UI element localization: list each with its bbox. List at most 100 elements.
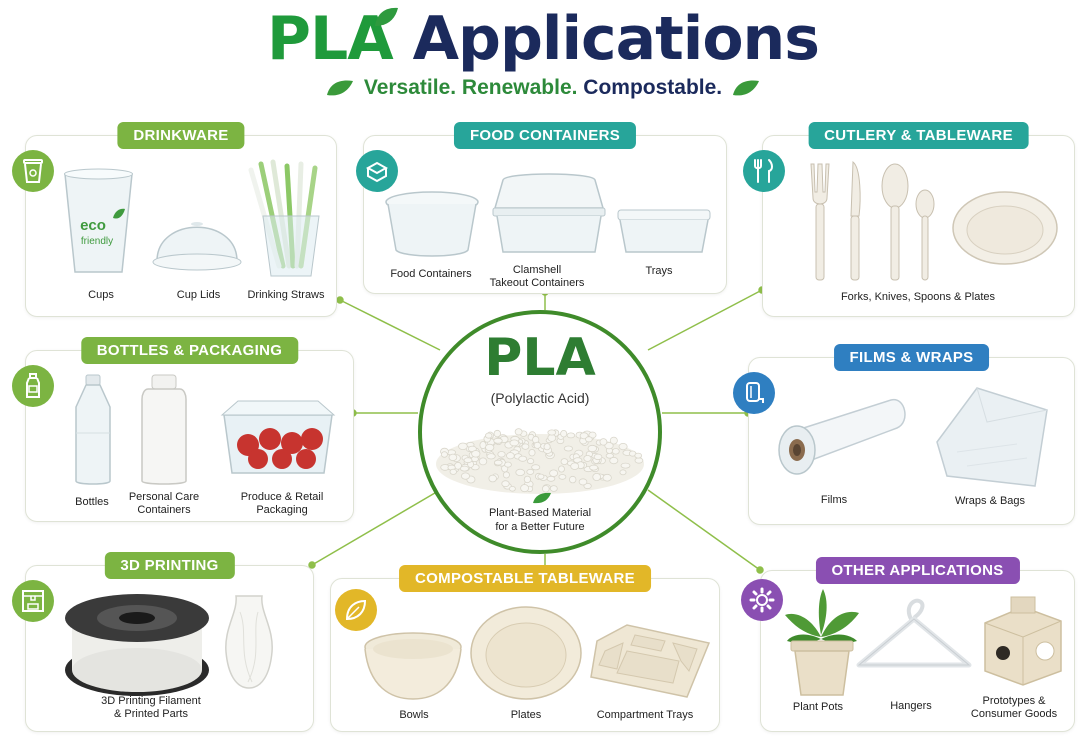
pla-pellet — [618, 442, 628, 451]
caption-food-containers: Food Containers — [390, 268, 472, 280]
panel-food-containers: FOOD CONTAINERS Food Containers Clamshel… — [356, 122, 727, 294]
pla-pellet — [531, 464, 541, 471]
cup-eco-text: eco — [80, 217, 106, 234]
pla-pellet — [449, 468, 457, 475]
pla-pellet — [460, 472, 470, 480]
pla-pellet — [506, 452, 515, 460]
pla-pellet — [585, 436, 593, 443]
pla-pellet — [547, 429, 557, 436]
pla-pellet — [493, 437, 503, 444]
pla-pellet — [543, 443, 551, 451]
caption-personal-care-line2: Containers — [137, 504, 191, 516]
fork-knife-icon — [743, 150, 785, 192]
panel-compostable-tableware: COMPOSTABLE TABLEWARE Bowls Plates Compa… — [330, 565, 720, 732]
pla-pellet — [560, 458, 569, 465]
title-pla: PLA — [267, 4, 398, 74]
pla-pellet — [448, 453, 458, 462]
caption-forks-knives: Forks, Knives, Spoons & Plates — [840, 291, 996, 303]
caption-prototypes-line1: Prototypes & — [982, 695, 1046, 707]
pla-pellet — [471, 450, 481, 458]
badge-other: OTHER APPLICATIONS — [815, 557, 1020, 584]
caption-3d-line1: 3D Printing Filament — [101, 695, 201, 707]
pla-pellet — [570, 462, 580, 470]
panel-3d-printing: 3D PRINTING 3D Printing Filament& Printe… — [12, 552, 314, 732]
caption-clamshell-line2: Takeout Containers — [489, 277, 585, 289]
caption-3d-line2: & Printed Parts — [114, 708, 188, 720]
pla-pellet — [546, 475, 556, 482]
pla-pellet — [563, 445, 573, 452]
caption-plates: Plates — [510, 709, 542, 721]
pla-pellet — [520, 484, 529, 493]
pla-pellet — [478, 457, 488, 466]
caption-cups: Cups — [88, 289, 114, 301]
caption-clamshell-line1: Clamshell — [512, 264, 562, 276]
pla-pellet — [587, 444, 598, 453]
printed-vase-illustration — [225, 595, 273, 689]
pla-pellet — [634, 452, 643, 459]
connector-dot-printing — [308, 561, 316, 569]
compostable-plate-illustration — [470, 606, 582, 700]
cup-lid-illustration — [152, 222, 242, 271]
pla-pellet — [604, 442, 614, 450]
caption-compartment-trays: Compartment Trays — [596, 709, 694, 721]
film-roll-illustration — [778, 399, 906, 475]
pla-pellets-illustration — [436, 428, 644, 494]
pla-pellet — [459, 465, 469, 472]
straws-illustration — [248, 159, 320, 277]
caption-produce-line2: Packaging — [256, 504, 308, 516]
page-title: PLA Applications — [0, 4, 1086, 74]
caption-personal-care-line1: Personal Care — [128, 491, 200, 503]
caption-drinking-straws: Drinking Straws — [247, 289, 325, 301]
prototype-box-illustration — [984, 596, 1062, 686]
pla-pellet — [537, 473, 545, 480]
connector-cutlery — [647, 289, 763, 351]
center-footer-line1: Plant-Based Material — [488, 507, 592, 519]
panel-bottles-packaging: BOTTLES & PACKAGING Bottles Personal Car… — [12, 337, 354, 522]
center-footer: Plant-Based Material for a Better Future — [422, 506, 658, 534]
produce-container-illustration — [220, 400, 336, 474]
pla-pellet — [521, 443, 530, 450]
pla-pellet — [533, 441, 542, 449]
caption-films: Films — [820, 494, 848, 506]
pla-pellet — [458, 442, 468, 450]
cup-friendly-text: friendly — [81, 236, 113, 247]
panel-other-applications: OTHER APPLICATIONS Plant Pots Hangers Pr… — [741, 557, 1075, 732]
badge-cutlery: CUTLERY & TABLEWARE — [808, 122, 1029, 149]
plate-illustration — [952, 191, 1058, 265]
caption-hangers: Hangers — [890, 700, 932, 712]
connector-drinkware — [339, 299, 441, 351]
center-footer-line2: for a Better Future — [495, 521, 585, 533]
pla-pellet — [619, 469, 627, 476]
leaf-icon — [335, 589, 377, 631]
tagline: Versatile. Renewable. Compostable. — [0, 76, 1086, 100]
printer-3d-icon — [12, 580, 54, 622]
caption-prototypes: Prototypes &Consumer Goods — [961, 695, 1067, 721]
pla-pellet — [463, 457, 473, 464]
title-leaf-icon — [374, 7, 398, 26]
pla-pellet — [592, 473, 602, 482]
pla-pellet — [568, 475, 577, 484]
caption-plant-pots: Plant Pots — [792, 701, 844, 713]
pla-pellet — [497, 451, 506, 458]
tagline-leaf-left-icon — [326, 80, 353, 96]
bottle-icon — [12, 365, 54, 407]
pla-pellet — [558, 474, 567, 480]
film-roll-icon — [733, 372, 775, 414]
pla-pellet — [542, 485, 550, 493]
header: PLA Applications Versatile. Renewable. C… — [0, 4, 1086, 100]
connector-dot-other — [756, 566, 764, 574]
cup-icon — [12, 150, 54, 192]
caption-trays: Trays — [645, 265, 673, 277]
badge-films: FILMS & WRAPS — [833, 344, 990, 371]
badge-compostable: COMPOSTABLE TABLEWARE — [399, 565, 651, 592]
pla-pellet — [440, 451, 448, 458]
food-container-illustration — [385, 191, 479, 257]
pla-pellet — [494, 459, 503, 466]
pla-pellet — [501, 480, 510, 488]
pla-pellet — [493, 429, 501, 438]
pla-pellet — [620, 462, 631, 469]
hanger-illustration — [856, 598, 972, 668]
pla-pellet — [558, 465, 565, 473]
center-pla-circle: PLA (Polylactic Acid) Plant-Based Materi… — [418, 310, 662, 554]
